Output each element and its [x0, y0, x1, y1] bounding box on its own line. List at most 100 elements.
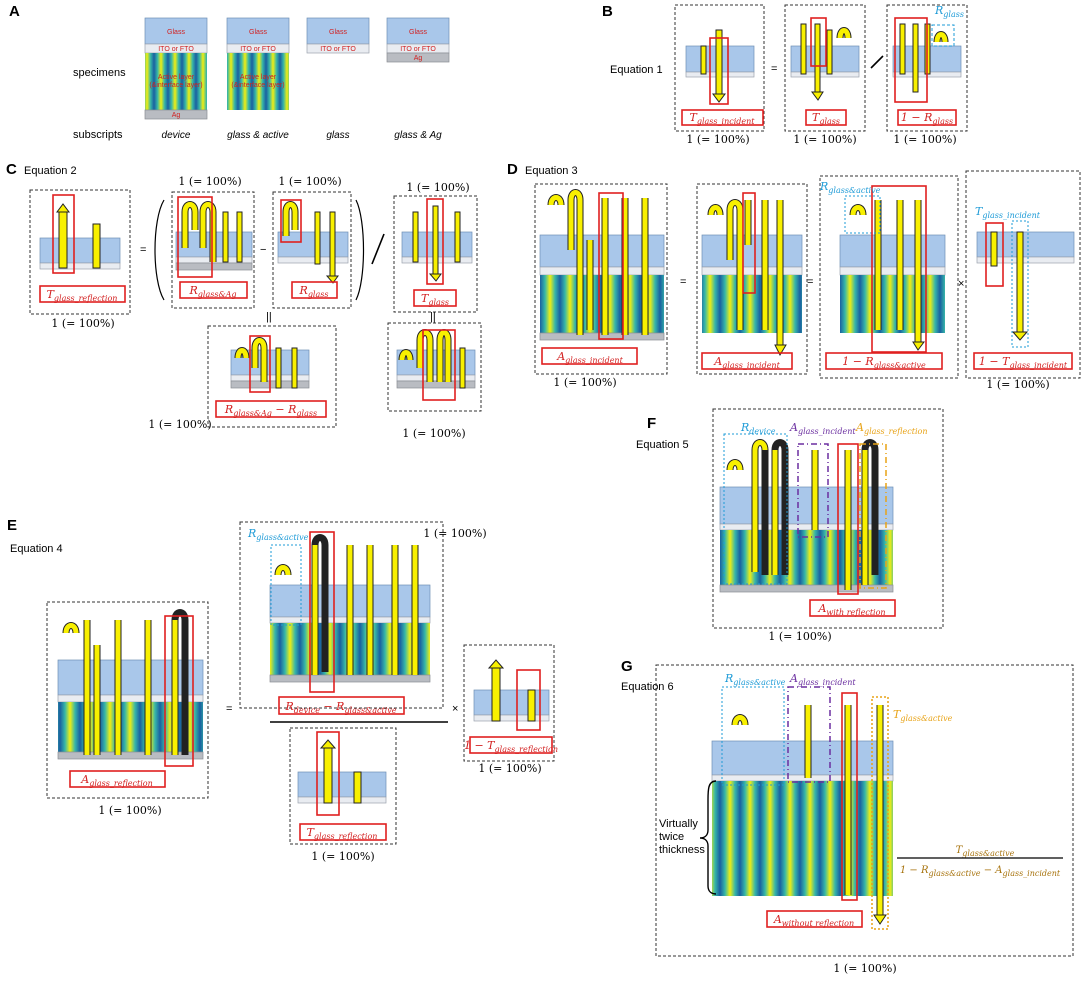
svg-text:Aglass_incident: Aglass_incident	[713, 355, 780, 370]
subscript-device: device	[162, 130, 191, 141]
svg-text:Ag: Ag	[414, 55, 423, 62]
svg-text:Tglass: Tglass	[812, 111, 840, 126]
svg-text:1 (= 100%): 1 (= 100%)	[793, 133, 856, 146]
svg-text:=: =	[807, 276, 813, 288]
panel-letter-c: C	[6, 161, 17, 178]
svg-text:=: =	[226, 703, 232, 715]
equation-2-label: Equation 2	[24, 165, 77, 177]
svg-text:Awith reflection: Awith reflection	[817, 602, 885, 617]
svg-text:twice: twice	[659, 831, 684, 843]
svg-text:Tglass&active: Tglass&active	[956, 845, 1015, 858]
svg-text:1 (= 100%): 1 (= 100%)	[686, 133, 749, 146]
panel-b: B Equation 1 Tglass_incident 1 (= 100%) …	[602, 3, 968, 146]
svg-text:1 (= 100%): 1 (= 100%)	[98, 804, 161, 817]
svg-text:Tglass_incident: Tglass_incident	[690, 111, 756, 126]
svg-text:1 (= 100%): 1 (= 100%)	[178, 175, 241, 188]
svg-text:Aglass_reflection: Aglass_reflection	[855, 421, 927, 436]
equation-4-label: Equation 4	[10, 543, 63, 555]
svg-text:1 (= 100%): 1 (= 100%)	[311, 850, 374, 863]
svg-text:Rglass&active: Rglass&active	[724, 672, 786, 687]
svg-text:Glass: Glass	[409, 29, 427, 36]
svg-text:1 (= 100%): 1 (= 100%)	[553, 376, 616, 389]
equation-6-label: Equation 6	[621, 681, 674, 693]
svg-text:Aglass_reflection: Aglass_reflection	[80, 773, 152, 788]
svg-text:1 (= 100%): 1 (= 100%)	[51, 317, 114, 330]
equation-3-label: Equation 3	[525, 165, 578, 177]
svg-text:=: =	[771, 63, 777, 75]
svg-text:Rdevice: Rdevice	[740, 421, 776, 436]
panel-letter-b: B	[602, 3, 613, 20]
svg-text:||: ||	[430, 311, 436, 323]
subscript-glass-ag: glass & Ag	[394, 130, 442, 141]
svg-text:Tglass_reflection: Tglass_reflection	[307, 826, 378, 841]
svg-text:1 (= 100%): 1 (= 100%)	[478, 762, 541, 775]
svg-text:Glass: Glass	[167, 29, 185, 36]
svg-text:Tglass_incident: Tglass_incident	[975, 205, 1041, 220]
svg-text:1 (= 100%): 1 (= 100%)	[893, 133, 956, 146]
svg-text:1 (= 100%): 1 (= 100%)	[278, 175, 341, 188]
svg-text:1 − Rglass&active − Aglass_inc: 1 − Rglass&active − Aglass_incident	[900, 865, 1061, 878]
svg-text:||: ||	[266, 311, 272, 323]
svg-text:Ag: Ag	[172, 112, 181, 119]
panel-d: D Equation 3 Aglass_incident 1 (= 100%) …	[507, 161, 1081, 391]
svg-text:ITO or FTO: ITO or FTO	[320, 46, 356, 53]
panel-letter-d: D	[507, 161, 518, 178]
svg-text:Rglass&Ag: Rglass&Ag	[189, 284, 237, 299]
svg-text:1 (= 100%): 1 (= 100%)	[833, 962, 896, 975]
panel-c: C Equation 2 Tglass_reflection 1 (= 100%…	[6, 161, 482, 440]
svg-text:1 (= 100%): 1 (= 100%)	[423, 527, 486, 540]
svg-text:1 (= 100%): 1 (= 100%)	[406, 181, 469, 194]
svg-text:×: ×	[958, 278, 964, 290]
svg-text:(&interface layer): (&interface layer)	[231, 82, 284, 89]
svg-text:1 − Tglass_incident: 1 − Tglass_incident	[979, 355, 1068, 370]
svg-text:1 − Tglass_reflection: 1 − Tglass_reflection	[464, 739, 558, 754]
svg-text:1 (= 100%): 1 (= 100%)	[148, 418, 211, 431]
svg-text:−: −	[260, 244, 266, 256]
svg-text:Aglass_incident: Aglass_incident	[556, 350, 623, 365]
svg-text:1 (= 100%): 1 (= 100%)	[768, 630, 831, 643]
svg-text:1 − Rglass: 1 − Rglass	[901, 111, 953, 126]
svg-text:1 (= 100%): 1 (= 100%)	[986, 378, 1049, 391]
subscript-glass-active: glass & active	[227, 130, 289, 141]
panel-e: E Equation 4 Aglass_reflection 1 (= 100%…	[7, 517, 558, 863]
svg-text:Tglass&active: Tglass&active	[893, 708, 953, 723]
svg-text:Virtually: Virtually	[659, 818, 698, 830]
specimens-label: specimens	[73, 67, 126, 79]
specimen-glass: Glass ITO or FTO glass	[306, 17, 370, 141]
specimen-glass-ag: Glass ITO or FTO Ag glass & Ag	[386, 17, 450, 141]
svg-text:=: =	[140, 244, 146, 256]
panel-a: A specimens subscripts Glass ITO or FTO …	[9, 3, 450, 141]
panel-letter-a: A	[9, 3, 20, 20]
svg-text:Rglass&active: Rglass&active	[247, 527, 309, 542]
svg-text:Active layer: Active layer	[158, 74, 195, 81]
svg-text:×: ×	[452, 703, 458, 715]
specimen-device: Glass ITO or FTO Active layer (&interfac…	[144, 17, 208, 141]
svg-text:ITO or FTO: ITO or FTO	[400, 46, 436, 53]
svg-text:Rglass&Ag − Rglass: Rglass&Ag − Rglass	[224, 403, 317, 418]
specimen-glass-active: Glass ITO or FTO Active layer (&interfac…	[226, 17, 290, 141]
svg-text:Aglass_incident: Aglass_incident	[789, 672, 856, 687]
svg-text:1 − Rglass&active: 1 − Rglass&active	[842, 355, 926, 370]
svg-text:Aglass_incident: Aglass_incident	[789, 421, 856, 436]
svg-text:ITO or FTO: ITO or FTO	[158, 46, 194, 53]
subscripts-label: subscripts	[73, 129, 123, 141]
svg-text:=: =	[680, 276, 686, 288]
equation-5-label: Equation 5	[636, 439, 689, 451]
svg-text:Glass: Glass	[249, 29, 267, 36]
svg-text:Active layer: Active layer	[240, 74, 277, 81]
panel-g: G Equation 6 Rglass&active Aglass_incide…	[621, 658, 1074, 975]
svg-text:Tglass_reflection: Tglass_reflection	[47, 288, 118, 303]
svg-text:1 (= 100%): 1 (= 100%)	[402, 427, 465, 440]
panel-letter-e: E	[7, 517, 17, 534]
svg-text:Rglass: Rglass	[299, 284, 329, 299]
svg-text:Awithout reflection: Awithout reflection	[773, 913, 854, 928]
svg-text:Glass: Glass	[329, 29, 347, 36]
panel-letter-g: G	[621, 658, 633, 675]
svg-text:thickness: thickness	[659, 844, 705, 856]
svg-text:(&interface layer): (&interface layer)	[149, 82, 202, 89]
svg-text:Rglass: Rglass	[934, 4, 964, 19]
svg-text:Rdevice − Rglass&active: Rdevice − Rglass&active	[284, 700, 396, 715]
svg-text:Tglass: Tglass	[421, 292, 449, 307]
svg-text:Rglass&active: Rglass&active	[819, 180, 881, 195]
